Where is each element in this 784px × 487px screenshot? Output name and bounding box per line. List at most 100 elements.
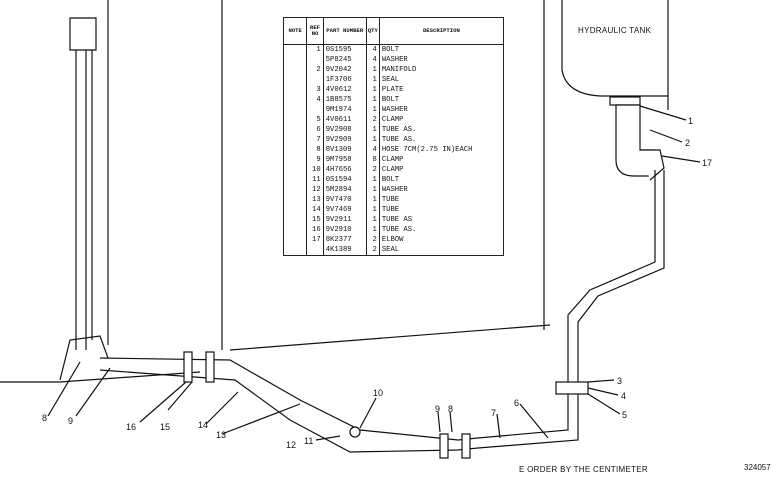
cell-qty: 1: [365, 185, 380, 195]
cell-qty: 1: [365, 95, 380, 105]
cell-ref-no: 16: [306, 225, 324, 235]
cell-description: TUBE AS.: [378, 125, 505, 135]
clamp-left: [183, 351, 193, 383]
cell-description: SEAL: [378, 245, 505, 256]
cell-part-number: 5P8245: [322, 55, 367, 65]
left-fitting: [69, 17, 97, 51]
cell-qty: 2: [365, 115, 380, 125]
cell-note: [282, 115, 308, 125]
cell-note: [282, 205, 308, 215]
tube-line-upper: [99, 170, 656, 441]
cell-description: TUBE AS.: [378, 225, 505, 235]
cell-qty: 4: [365, 145, 380, 155]
header-note: NOTE: [282, 17, 308, 45]
header-ref-no: REF NO: [306, 17, 324, 45]
cell-description: BOLT: [378, 95, 505, 105]
cell-description: SEAL: [378, 75, 505, 85]
cell-part-number: 8K2377: [322, 235, 367, 245]
callout-17: 17: [702, 158, 713, 168]
header-description: DESCRIPTION: [378, 17, 505, 45]
cell-ref-no: 9: [306, 155, 324, 165]
cell-qty: 4: [365, 55, 380, 65]
callout-8: 8: [448, 404, 454, 414]
cell-description: HOSE 7CM(2.75 IN)EACH: [378, 145, 505, 155]
cell-ref-no: 1: [306, 44, 324, 55]
cell-part-number: 9V2908: [322, 125, 367, 135]
callout-12: 12: [286, 440, 297, 450]
cell-ref-no: 13: [306, 195, 324, 205]
cell-part-number: 4H7656: [322, 165, 367, 175]
cell-part-number: 5M2894: [322, 185, 367, 195]
cell-note: [282, 195, 308, 205]
cell-qty: 2: [365, 245, 380, 256]
callout-9: 9: [435, 404, 441, 414]
frame-line: [229, 324, 551, 351]
cell-qty: 1: [365, 75, 380, 85]
cell-ref-no: 8: [306, 145, 324, 155]
cell-description: MANIFOLD: [378, 65, 505, 75]
cell-note: [282, 185, 308, 195]
cell-part-number: 9V2042: [322, 65, 367, 75]
cell-part-number: 1F3706: [322, 75, 367, 85]
cell-part-number: 1B8575: [322, 95, 367, 105]
cell-ref-no: 14: [306, 205, 324, 215]
cell-ref-no: 17: [306, 235, 324, 245]
cell-note: [282, 44, 308, 55]
callout-9: 9: [68, 416, 74, 426]
cell-description: WASHER: [378, 55, 505, 65]
callout-5: 5: [622, 410, 628, 420]
cell-note: [282, 125, 308, 135]
cell-part-number: 0S1595: [322, 44, 367, 55]
cell-ref-no: 11: [306, 175, 324, 185]
cell-ref-no: 2: [306, 65, 324, 75]
cell-ref-no: 3: [306, 85, 324, 95]
callout-15: 15: [160, 422, 171, 432]
callout-11: 11: [304, 436, 314, 446]
clamp-middle: [461, 433, 471, 459]
clamp-right: [555, 381, 589, 395]
cell-qty: 8: [365, 155, 380, 165]
cell-qty: 2: [365, 165, 380, 175]
cell-description: BOLT: [378, 175, 505, 185]
cell-part-number: 9V2911: [322, 215, 367, 225]
cell-description: CLAMP: [378, 155, 505, 165]
parts-table-header: NOTE REF NO PART NUMBER QTY DESCRIPTION: [282, 17, 505, 45]
cell-ref-no: 4: [306, 95, 324, 105]
callout-7: 7: [491, 408, 497, 418]
cell-description: ELBOW: [378, 235, 505, 245]
hydraulic-tank-outline: [561, 0, 669, 110]
cell-qty: 1: [365, 225, 380, 235]
parts-list-table: NOTE REF NO PART NUMBER QTY DESCRIPTION …: [282, 17, 505, 256]
cell-note: [282, 165, 308, 175]
cell-note: [282, 75, 308, 85]
cell-ref-no: 7: [306, 135, 324, 145]
callout-16: 16: [126, 422, 137, 432]
frame-line: [59, 371, 201, 383]
cell-qty: 1: [365, 135, 380, 145]
cell-qty: 2: [365, 235, 380, 245]
cell-note: [282, 155, 308, 165]
cell-ref-no: 5: [306, 115, 324, 125]
cell-part-number: 9V7469: [322, 205, 367, 215]
clamp-middle: [439, 433, 449, 459]
cell-part-number: 9V7470: [322, 195, 367, 205]
cell-part-number: 4V0611: [322, 115, 367, 125]
cell-qty: 1: [365, 175, 380, 185]
cell-note: [282, 65, 308, 75]
cell-ref-no: [306, 105, 324, 115]
callout-6: 6: [514, 398, 520, 408]
cell-qty: 1: [365, 85, 380, 95]
manifold-flange: [609, 96, 641, 106]
